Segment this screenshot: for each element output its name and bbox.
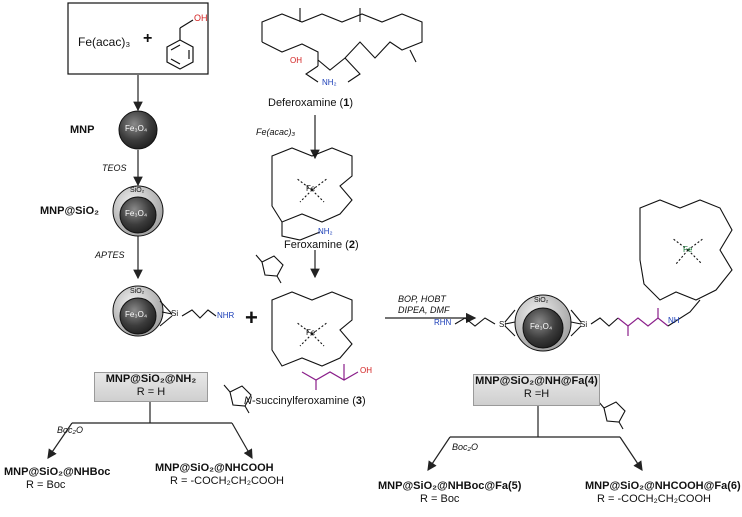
amine-shell-label: SiO₂ xyxy=(130,288,145,295)
conjugate-left-linker xyxy=(454,309,516,337)
amine-box-title: MNP@SiO₂@NH₂ xyxy=(105,373,197,385)
succinyl-tail xyxy=(301,364,359,390)
right-si-right: Si xyxy=(580,320,588,329)
amine-core-label: Fe₃O₄ xyxy=(125,310,148,319)
mnp-particle xyxy=(118,110,158,150)
left-si-label: Si xyxy=(171,309,179,318)
right-branch-arrow-boc xyxy=(427,436,451,471)
mnp-sio2-core xyxy=(119,196,157,234)
succinic-anhydride-right xyxy=(597,400,626,430)
succinyl-cooh: OH xyxy=(360,366,372,375)
conjugate-right-linker xyxy=(570,309,619,337)
fe-acac-start: Fe(acac)₃ xyxy=(78,35,131,49)
feroxamine-fe: Fe xyxy=(306,184,316,193)
amine-particle-core xyxy=(119,297,157,335)
conjugate-nh: NH xyxy=(668,316,680,325)
mnp-sio2-shell-label: SiO₂ xyxy=(130,187,145,194)
right-prod-boc-r: R = Boc xyxy=(420,493,460,505)
left-prod-boc: MNP@SiO₂@NHBoc xyxy=(4,466,111,478)
succinyl-fe: Fe xyxy=(306,328,316,337)
dfo-nh2: NH₂ xyxy=(322,78,337,87)
left-prod-cooh-r: R = -COCH₂CH₂COOH xyxy=(170,475,284,487)
left-prod-boc-r: R = Boc xyxy=(26,479,66,491)
conjugate-box-title: MNP@SiO₂@NH@Fa(4) xyxy=(475,375,598,387)
benzyl-oh: OH xyxy=(194,13,208,23)
coupling-line-1: BOP, HOBT xyxy=(398,294,446,304)
succinic-anhydride-left xyxy=(223,384,252,414)
right-branch-arrow-succ xyxy=(619,436,643,471)
amine-product-box: MNP@SiO₂@NH₂ R = H xyxy=(94,372,208,402)
fe-acac-reagent: Fe(acac)₃ xyxy=(256,127,296,137)
coupling-line-2: DIPEA, DMF xyxy=(398,305,450,315)
mnp-sio2-core-label: Fe₃O₄ xyxy=(125,209,148,218)
left-branch-arrow-succ xyxy=(231,422,253,460)
feroxamine-nh2: NH₂ xyxy=(318,227,333,236)
dfo-oh: OH xyxy=(290,56,302,65)
feroxamine-structure xyxy=(271,147,353,241)
mnp-sio2-label: MNP@SiO₂ xyxy=(40,205,100,217)
succinylferoxamine-label: N-succinylferoxamine (3) xyxy=(244,395,366,407)
conjugate-product-box: MNP@SiO₂@NH@Fa(4) R =H xyxy=(473,374,600,406)
start-materials-box xyxy=(67,2,209,75)
start-plus: + xyxy=(143,30,153,47)
conjugate-feroxamine-structure xyxy=(639,199,733,327)
right-prod-cooh: MNP@SiO₂@NHCOOH@Fa(6) xyxy=(585,480,741,492)
teos-label: TEOS xyxy=(102,163,127,173)
mnp-label: MNP xyxy=(70,124,95,136)
conjugate-box-r: R =H xyxy=(523,388,550,400)
left-nhr-label: NHR xyxy=(217,311,235,320)
left-prod-cooh: MNP@SiO₂@NHCOOH xyxy=(155,462,274,474)
deferoxamine-structure xyxy=(261,8,423,83)
right-rhn-label: RHN xyxy=(434,318,452,327)
benzyl-alcohol-structure xyxy=(166,19,194,70)
feroxamine-label: Feroxamine (2) xyxy=(284,239,359,251)
deferoxamine-label: Deferoxamine (1) xyxy=(268,97,354,109)
right-prod-boc: MNP@SiO₂@NHBoc@Fa(5) xyxy=(378,480,522,492)
conjugate-core-label: Fe₃O₄ xyxy=(530,322,553,331)
conjugate-particle-core xyxy=(522,307,564,349)
succinic-anhydride-middle xyxy=(255,254,284,284)
big-plus: + xyxy=(245,305,258,330)
left-branch-arrow-boc xyxy=(47,422,73,459)
left-silane-linker xyxy=(159,300,217,327)
conjugate-shell-label: SiO₂ xyxy=(534,297,549,304)
conjugate-succinyl-bridge xyxy=(617,308,669,336)
right-si-left: Si xyxy=(499,320,507,329)
mnp-core-label: Fe₃O₄ xyxy=(125,124,148,133)
amine-box-r: R = H xyxy=(136,386,166,398)
aptes-label: APTES xyxy=(95,250,125,260)
right-boc2o-label: Boc₂O xyxy=(452,442,478,452)
right-prod-cooh-r: R = -COCH₂CH₂COOH xyxy=(597,493,711,505)
left-boc2o-label: Boc₂O xyxy=(57,425,83,435)
conjugate-fe: Fe xyxy=(683,245,693,254)
succinylferoxamine-structure xyxy=(271,291,353,367)
